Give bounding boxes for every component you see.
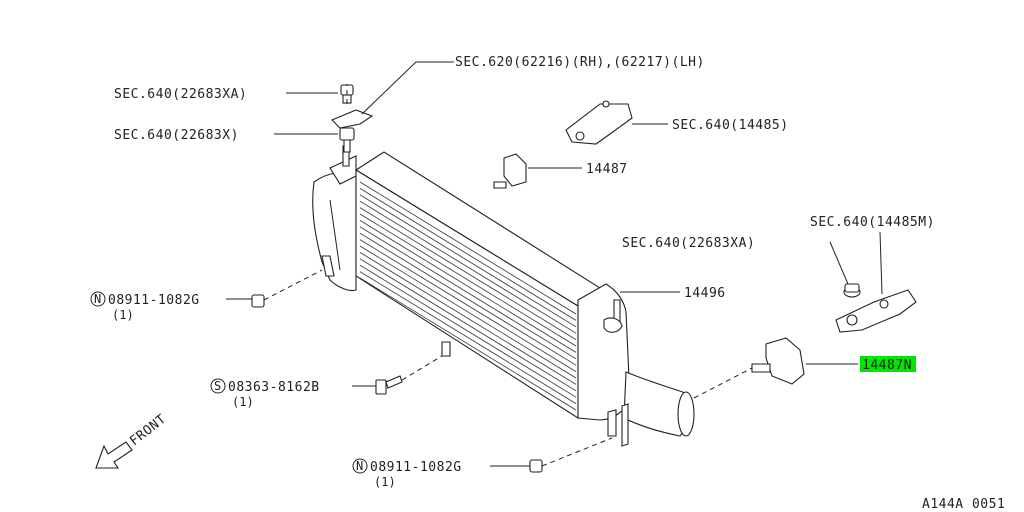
grommet-22683xa-mid[interactable] [843,283,861,298]
nut-08911-bottom[interactable] [529,459,543,473]
label-nut-bottom-qty: (1) [374,475,396,489]
core-fin-line [359,200,577,334]
highlight-box [860,356,916,372]
core-fin-line [359,207,577,340]
n-symbol-icon [352,458,368,474]
s-symbol-icon [210,378,226,394]
label-sec640-22683xa-mid: SEC.640(22683XA) [622,236,755,251]
core-fin-line [359,252,577,385]
label-14487n[interactable]: 14487N [862,358,912,373]
core-fin-line [359,188,577,321]
label-14487-top: 14487 [586,162,628,177]
core-fin-line [359,181,577,315]
label-sec640-22683xa-top: SEC.640(22683XA) [114,87,247,102]
label-front: FRONT [127,412,169,449]
leader-lines [226,61,883,467]
core-fin-line [359,264,577,398]
upper-mount-bracket[interactable] [331,84,374,153]
label-nut-bottom: 08911-1082G [370,460,462,475]
s-symbol: S [214,379,221,393]
core-fin-line [359,245,577,379]
core-fin-line [359,271,577,404]
bracket-14487-top[interactable] [493,153,527,189]
core-fin-line [359,232,577,366]
label-sec640-14485m: SEC.640(14485M) [810,215,935,230]
label-nut-top-qty: (1) [112,308,134,322]
n-symbol-icon [90,291,106,307]
front-arrow-icon [95,441,133,469]
core-fins [359,181,577,411]
label-sec620: SEC.620(62216)(RH),(62217)(LH) [455,55,705,70]
bracket-14487n[interactable] [751,337,805,385]
figure-id: A144A 0051 [922,497,1005,512]
label-bolt-qty: (1) [232,395,254,409]
bracket-14485[interactable] [565,100,633,145]
installation-lines [263,84,753,467]
label-14496: 14496 [684,286,726,301]
bracket-14485m[interactable] [835,289,917,333]
core-fin-line [359,213,577,347]
core-fin-line [359,220,577,353]
label-nut-top: 08911-1082G [108,293,200,308]
core-fin-line [359,239,577,372]
label-sec640-14485: SEC.640(14485) [672,118,789,133]
n-symbol-top: N [94,292,101,306]
core-fin-line [359,277,577,411]
intercooler-core[interactable] [312,145,695,447]
core-fin-line [359,258,577,392]
core-fin-line [359,226,577,360]
bolt-08363[interactable] [375,375,403,395]
core-fin-line [359,194,577,328]
label-sec640-22683x: SEC.640(22683X) [114,128,239,143]
label-bolt: 08363-8162B [228,380,320,395]
nut-08911-top[interactable] [251,294,265,308]
n-symbol-bottom: N [356,459,363,473]
